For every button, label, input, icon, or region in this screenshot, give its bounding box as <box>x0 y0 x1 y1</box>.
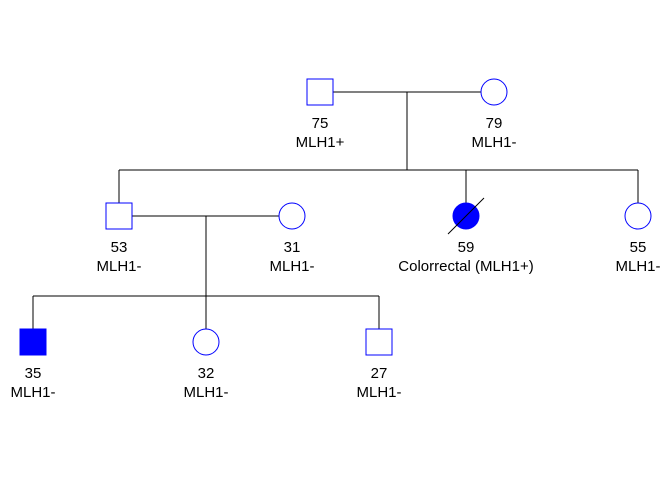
status-label: MLH1- <box>471 134 516 151</box>
male-square-35 <box>19 328 47 356</box>
status-label: MLH1- <box>356 384 401 401</box>
age-label: 53 <box>111 239 128 256</box>
female-circle-55 <box>624 202 652 230</box>
age-label: 35 <box>25 365 42 382</box>
female-circle-32 <box>192 328 220 356</box>
age-label: 79 <box>486 115 503 132</box>
age-label: 27 <box>371 365 388 382</box>
age-label: 31 <box>284 239 301 256</box>
status-label: MLH1+ <box>296 134 345 151</box>
individual-symbols <box>19 78 652 356</box>
status-label: MLH1- <box>615 258 660 275</box>
status-label: MLH1- <box>96 258 141 275</box>
relationship-lines <box>32 91 639 329</box>
status-label: MLH1- <box>269 258 314 275</box>
female-circle-31 <box>278 202 306 230</box>
age-label: 75 <box>312 115 329 132</box>
age-label: 59 <box>458 239 475 256</box>
male-square-27 <box>365 328 393 356</box>
age-label: 55 <box>630 239 647 256</box>
status-label: MLH1- <box>10 384 55 401</box>
male-square-53 <box>105 202 133 230</box>
deceased-slash <box>447 197 485 235</box>
status-label: Colorrectal (MLH1+) <box>398 258 533 275</box>
male-square-75 <box>306 78 334 106</box>
individual-labels: 75MLH1+79MLH1-53MLH1-31MLH1-59Colorrecta… <box>10 115 660 401</box>
female-circle-79 <box>480 78 508 106</box>
status-label: MLH1- <box>183 384 228 401</box>
age-label: 32 <box>198 365 215 382</box>
